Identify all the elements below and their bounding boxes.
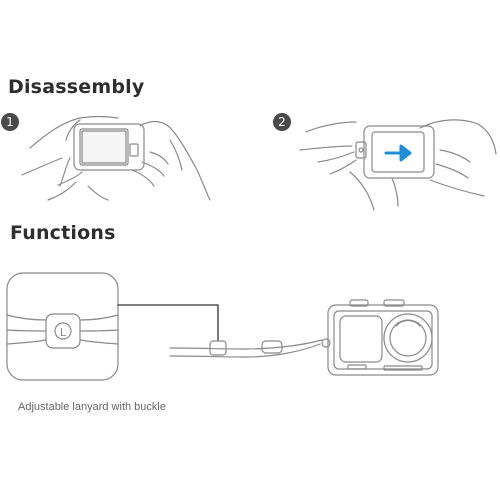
slide-direction-arrow (384, 144, 412, 162)
step-2-illustration (299, 119, 497, 211)
camera-with-frame (327, 299, 439, 376)
step-2-badge: 2 (273, 113, 291, 131)
functions-heading: Functions (10, 222, 116, 244)
disassembly-heading: Disassembly (8, 76, 145, 98)
step-1-badge: 1 (1, 113, 19, 131)
buckle-detail-inset (6, 272, 119, 381)
step-1-illustration (21, 115, 211, 201)
callout-line (117, 304, 219, 341)
lanyard-caption: Adjustable lanyard with buckle (18, 401, 166, 413)
buckle-logo-icon: L (60, 326, 67, 339)
lanyard-cord (169, 338, 331, 358)
